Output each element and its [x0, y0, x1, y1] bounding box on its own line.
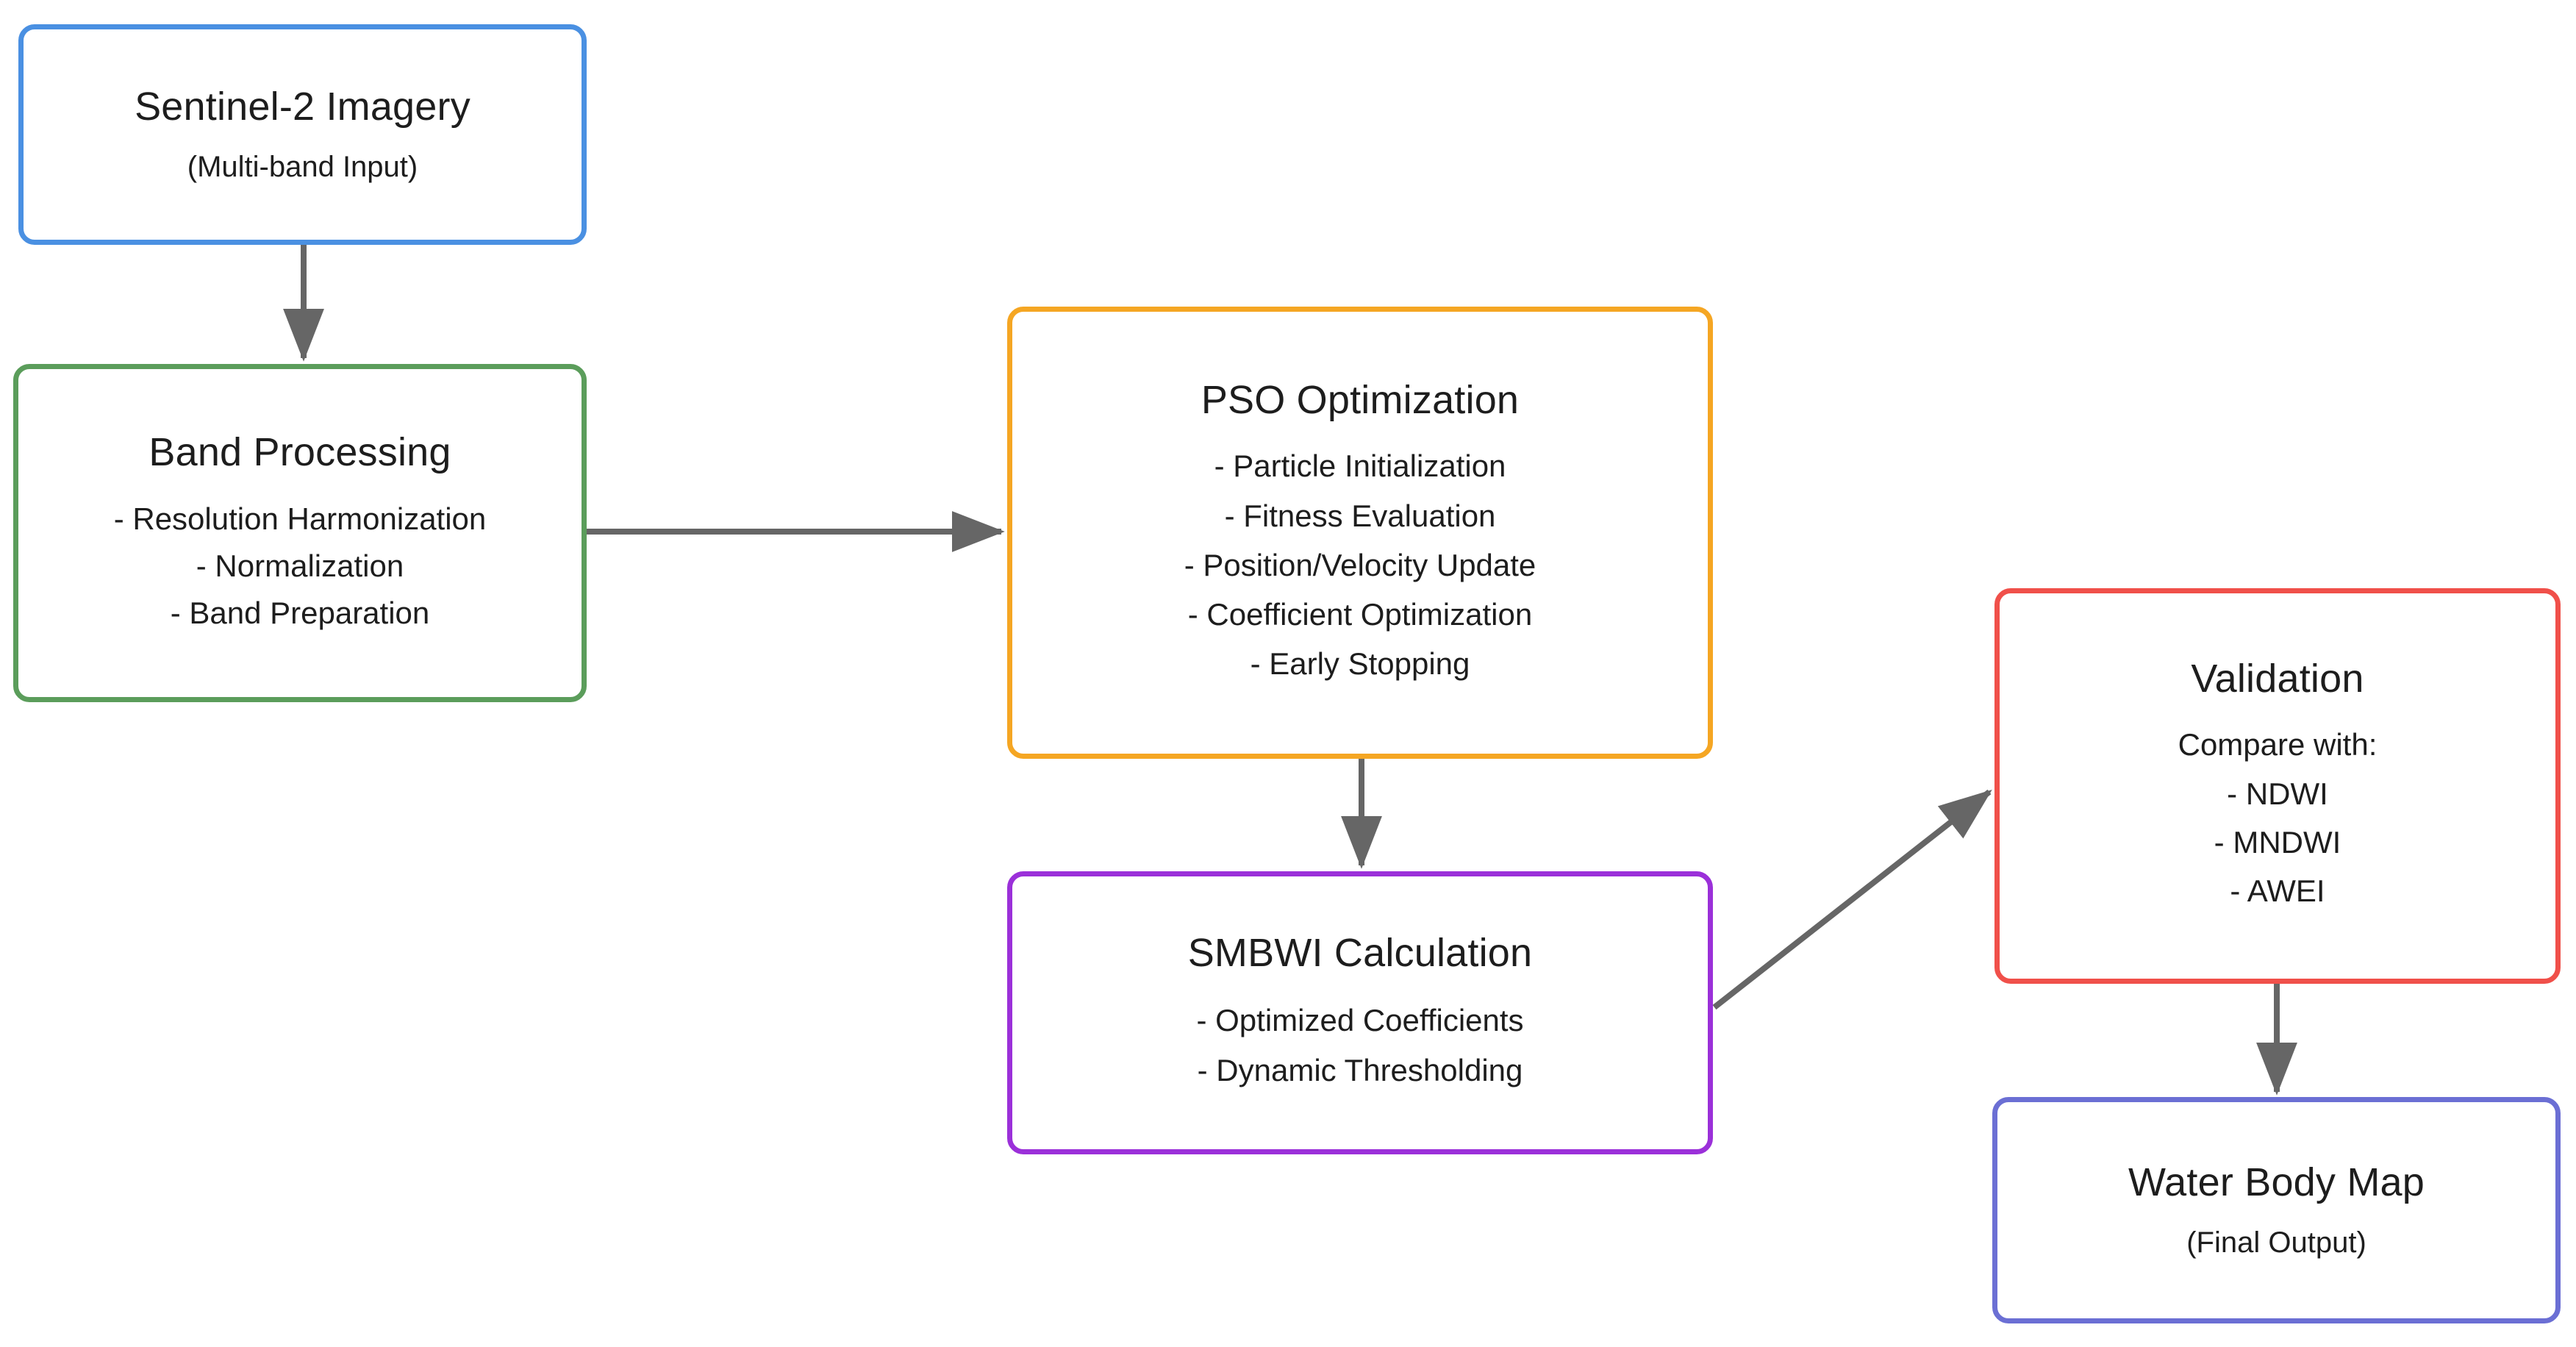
list-item: - Resolution Harmonization: [113, 501, 487, 537]
node-sentinel-2-imagery[interactable]: Sentinel-2 Imagery (Multi-band Input): [18, 24, 587, 245]
node-items: Compare with: - NDWI - MNDWI - AWEI: [2178, 721, 2378, 915]
node-subtitle: (Final Output): [2186, 1226, 2366, 1260]
list-item: - Fitness Evaluation: [1224, 498, 1496, 533]
list-item: - Band Preparation: [170, 595, 430, 630]
list-item: - Coefficient Optimization: [1187, 596, 1533, 632]
list-item: - Optimized Coefficients: [1196, 1003, 1524, 1038]
list-item: - MNDWI: [2214, 824, 2341, 860]
node-items: - Resolution Harmonization - Normalizati…: [114, 496, 487, 636]
node-title: Sentinel-2 Imagery: [135, 84, 471, 129]
node-smbwi-calculation[interactable]: SMBWI Calculation - Optimized Coefficien…: [1007, 871, 1713, 1154]
node-subtitle: (Multi-band Input): [187, 151, 418, 184]
list-item: - Particle Initialization: [1214, 449, 1506, 484]
list-item: - Dynamic Thresholding: [1197, 1053, 1523, 1088]
list-label: Compare with:: [2178, 727, 2378, 762]
node-water-body-map[interactable]: Water Body Map (Final Output): [1992, 1097, 2561, 1323]
edge-smbwi-to-validation: [1712, 789, 1992, 1010]
node-validation[interactable]: Validation Compare with: - NDWI - MNDWI …: [1994, 588, 2561, 984]
list-item: - NDWI: [2227, 776, 2328, 811]
node-title: PSO Optimization: [1201, 377, 1520, 422]
list-item: - Early Stopping: [1250, 646, 1470, 682]
node-title: Validation: [2191, 657, 2364, 701]
node-items: - Optimized Coefficients - Dynamic Thres…: [1196, 996, 1523, 1096]
node-band-processing[interactable]: Band Processing - Resolution Harmonizati…: [13, 364, 587, 702]
node-title: Band Processing: [149, 430, 451, 475]
list-item: - Normalization: [196, 548, 404, 583]
list-item: - AWEI: [2230, 873, 2325, 909]
node-pso-optimization[interactable]: PSO Optimization - Particle Initializati…: [1007, 307, 1713, 759]
node-items: - Particle Initialization - Fitness Eval…: [1184, 441, 1536, 688]
list-item: - Position/Velocity Update: [1184, 547, 1536, 582]
node-title: Water Body Map: [2128, 1160, 2425, 1204]
node-title: SMBWI Calculation: [1187, 930, 1533, 975]
